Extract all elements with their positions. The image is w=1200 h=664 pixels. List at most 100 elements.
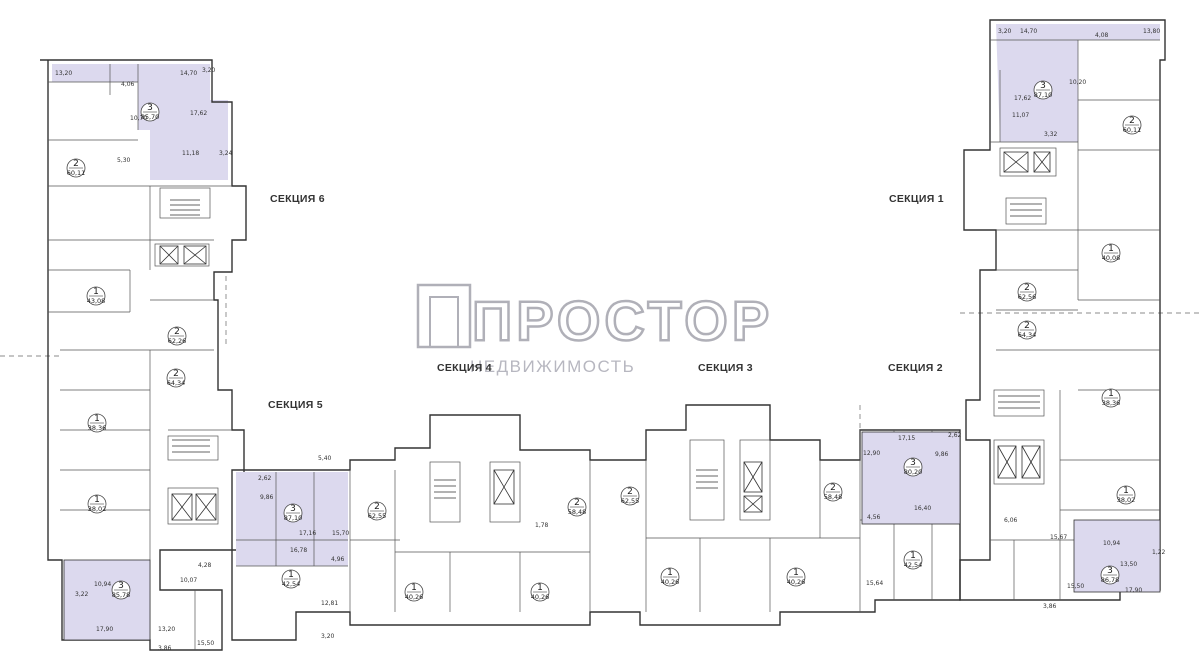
apartment-marker[interactable]: 140,08: [1101, 243, 1121, 263]
section-label-5: СЕКЦИЯ 5: [268, 399, 323, 411]
elevator-icon: [159, 245, 217, 521]
apartment-area: 38,36: [1102, 399, 1121, 407]
apartment-area: 60,11: [1123, 126, 1142, 134]
room-area-label: 15,50: [197, 640, 214, 647]
apartment-marker[interactable]: 140,26: [660, 567, 680, 587]
apartment-rooms: 3: [290, 504, 296, 514]
room-area-label: 4,56: [867, 514, 881, 521]
stairs-icon: [170, 199, 210, 453]
apartment-rooms: 1: [537, 583, 543, 593]
right-wing: [959, 19, 1166, 601]
apartment-rooms: 2: [574, 498, 580, 508]
room-area-label: 15,64: [866, 580, 883, 587]
room-area-label: 17,62: [1014, 95, 1031, 102]
apartment-marker[interactable]: 264,34: [1017, 320, 1037, 340]
apartment-rooms: 2: [174, 327, 180, 337]
room-area-label: 3,22: [75, 591, 89, 598]
apartment-marker[interactable]: 262,56: [1017, 282, 1037, 302]
apartment-area: 42,54: [282, 580, 301, 588]
apartment-marker[interactable]: 143,08: [86, 286, 106, 306]
apartment-rooms: 1: [910, 551, 916, 561]
apartment-marker[interactable]: 140,26: [404, 582, 424, 602]
room-area-label: 3,20: [321, 633, 335, 640]
watermark-subtitle: НЕДВИЖИМОСТЬ: [470, 357, 635, 376]
apartment-marker[interactable]: 142,54: [281, 569, 301, 589]
apartment-marker[interactable]: 258,48: [567, 497, 587, 517]
room-area-label: 3,20: [998, 28, 1012, 35]
room-area-label: 17,16: [299, 530, 316, 537]
room-area-label: 2,62: [948, 432, 962, 439]
room-area-label: 9,86: [935, 451, 949, 458]
apartment-marker[interactable]: 138,36: [1101, 388, 1121, 408]
apartment-rooms: 1: [94, 495, 100, 505]
apartment-marker[interactable]: 142,54: [903, 550, 923, 570]
apartment-marker[interactable]: 140,26: [530, 582, 550, 602]
apartment-area: 62,55: [621, 497, 640, 505]
room-area-label: 15,50: [1067, 583, 1084, 590]
room-area-label: 14,70: [1020, 28, 1037, 35]
apartment-marker[interactable]: 140,26: [786, 567, 806, 587]
apartment-marker[interactable]: 387,10: [283, 503, 303, 523]
apartment-marker[interactable]: 387,10: [1033, 80, 1053, 100]
apartment-marker[interactable]: 260,11: [1122, 115, 1142, 135]
room-area-label: 1,22: [1152, 549, 1166, 556]
apartment-area: 62,26: [168, 337, 187, 345]
room-area-label: 6,06: [1004, 517, 1018, 524]
apartment-area: 40,26: [787, 578, 806, 586]
apartment-marker[interactable]: 385,78: [111, 580, 131, 600]
apartment-rooms: 1: [1108, 244, 1114, 254]
room-area-label: 12,81: [321, 600, 338, 607]
room-area-label: 13,50: [1120, 561, 1137, 568]
apartment-marker[interactable]: 260,11: [66, 158, 86, 178]
watermark-logo-icon: [416, 283, 472, 349]
apartment-marker[interactable]: 385,70: [140, 102, 160, 122]
apartment-rooms: 3: [1040, 81, 1046, 91]
room-area-label: 11,18: [182, 150, 199, 157]
section-labels: СЕКЦИЯ 6 СЕКЦИЯ 1 СЕКЦИЯ 4 СЕКЦИЯ 3 СЕКЦ…: [268, 193, 944, 411]
room-area-label: 12,90: [863, 450, 880, 457]
apartment-marker[interactable]: 258,48: [823, 482, 843, 502]
room-area-label: 4,96: [331, 556, 345, 563]
apartment-rooms: 1: [667, 568, 673, 578]
room-area-label: 14,70: [180, 70, 197, 77]
apartment-area: 42,54: [904, 561, 923, 569]
apartment-marker[interactable]: 386,78: [1100, 565, 1120, 585]
apartment-rooms: 2: [627, 487, 633, 497]
room-area-label: 10,07: [180, 577, 197, 584]
apartment-area: 62,55: [368, 512, 387, 520]
room-area-label: 16,40: [914, 505, 931, 512]
elevator-icon: [997, 151, 1051, 479]
apartment-marker[interactable]: 262,55: [620, 486, 640, 506]
apartment-area: 58,48: [824, 493, 843, 501]
apartment-area: 40,08: [1102, 254, 1121, 262]
apartment-rooms: 1: [288, 570, 294, 580]
apartment-rooms: 3: [1107, 566, 1113, 576]
apartment-area: 85,78: [112, 591, 131, 599]
apartment-marker[interactable]: 262,55: [367, 501, 387, 521]
right-wing-outline: [959, 19, 1166, 601]
apartment-rooms: 2: [73, 159, 79, 169]
apartment-marker[interactable]: 262,26: [167, 326, 187, 346]
room-area-label: 5,30: [117, 157, 131, 164]
room-area-label: 11,07: [1012, 112, 1029, 119]
center-wing: [231, 404, 961, 641]
room-area-label: 15,67: [1050, 534, 1067, 541]
room-area-label: 17,90: [96, 626, 113, 633]
apartment-rooms: 2: [1024, 283, 1030, 293]
apartment-area: 43,08: [87, 297, 106, 305]
apartment-marker[interactable]: 138,36: [87, 413, 107, 433]
room-area-label: 4,08: [1095, 32, 1109, 39]
apartment-rooms: 2: [374, 502, 380, 512]
apartment-marker[interactable]: 380,20: [903, 457, 923, 477]
apartment-area: 87,10: [1034, 91, 1053, 99]
apartment-marker[interactable]: 138,02: [87, 494, 107, 514]
apartment-marker[interactable]: 138,02: [1116, 485, 1136, 505]
apartment-markers: 385,70260,11143,08262,26264,34138,36138,…: [66, 80, 1142, 602]
room-area-label: 13,80: [1143, 28, 1160, 35]
room-area-label: 4,28: [198, 562, 212, 569]
apartment-rooms: 3: [118, 581, 124, 591]
room-area-label: 13,20: [158, 626, 175, 633]
apartment-marker[interactable]: 264,34: [166, 368, 186, 388]
apartment-rooms: 2: [830, 483, 836, 493]
room-area-label: 4,06: [121, 81, 135, 88]
